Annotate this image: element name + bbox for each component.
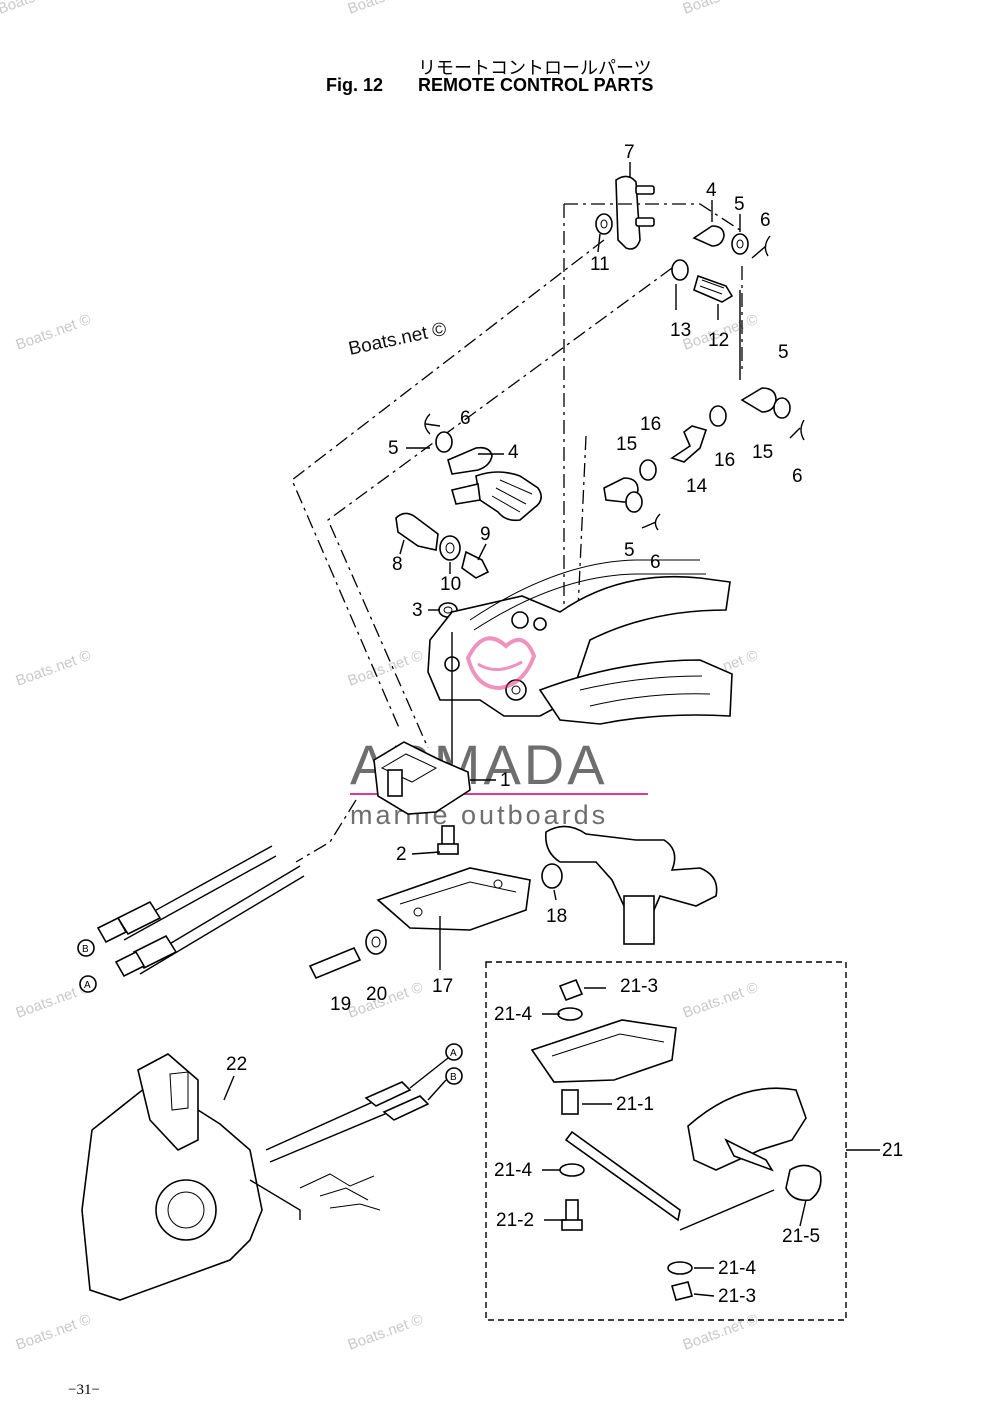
callout-9: 9 — [480, 524, 491, 545]
callout-6: 6 — [650, 552, 661, 573]
callout-16: 16 — [640, 414, 661, 435]
kit-boundary — [485, 961, 847, 1321]
callout-6: 6 — [460, 408, 471, 429]
callout-4: 4 — [706, 180, 717, 201]
callout-4: 4 — [508, 442, 519, 463]
mount-bracket — [308, 863, 563, 980]
watermark: Boats.net © — [346, 0, 426, 18]
callout-5: 5 — [778, 342, 789, 363]
watermark: Boats.net © — [681, 0, 761, 18]
watermark: Boats.net © — [0, 0, 75, 18]
callout-21: 21 — [882, 1140, 903, 1161]
linkage-left — [395, 413, 542, 618]
cable-label-b — [445, 1067, 463, 1085]
dashline — [291, 239, 605, 731]
callout-14: 14 — [686, 476, 708, 497]
callout-18: 18 — [546, 906, 567, 927]
callout-20: 20 — [366, 984, 387, 1005]
callout-11: 11 — [590, 254, 610, 275]
callout-17: 17 — [432, 976, 453, 997]
watermark: Boats.net © — [14, 1311, 94, 1354]
watermark: Boats.net © — [14, 647, 94, 690]
watermark: Boats.net © — [346, 1311, 426, 1354]
callout-6: 6 — [792, 466, 803, 487]
page-number: −31− — [68, 1382, 100, 1398]
cable-label-a — [79, 975, 97, 993]
watermark: Boats.net © — [681, 979, 761, 1022]
svg-text:B: B — [82, 944, 89, 955]
cable-label-a — [445, 1043, 463, 1061]
bracket-assembly — [427, 559, 733, 780]
callout-5: 5 — [734, 194, 745, 215]
callout-22: 22 — [226, 1054, 247, 1075]
callout-7: 7 — [624, 142, 635, 163]
callout-1: 1 — [500, 770, 511, 791]
dashline — [295, 799, 357, 863]
title-japanese: リモートコントロールパーツ — [418, 58, 652, 79]
callout-leaders — [223, 162, 807, 1297]
callout-21-5: 21-5 — [782, 1226, 820, 1247]
svg-text:B: B — [450, 1072, 457, 1083]
svg-text:A: A — [450, 1048, 457, 1059]
callout-8: 8 — [392, 554, 403, 575]
svg-text:A: A — [84, 980, 91, 991]
callout-6: 6 — [760, 210, 771, 231]
callout-12: 12 — [708, 330, 729, 351]
armada-emblem — [465, 636, 537, 691]
callout-21-3: 21-3 — [718, 1286, 756, 1307]
control-cables: B A — [77, 845, 305, 993]
callout-21-3: 21-3 — [620, 976, 658, 997]
callout-2: 2 — [396, 844, 407, 865]
callout-5: 5 — [624, 540, 635, 561]
dashline — [577, 435, 587, 611]
watermark-main: Boats.net © — [347, 319, 449, 360]
callout-10: 10 — [440, 574, 461, 595]
cable-anchor — [373, 741, 496, 855]
callout-21-1: 21-1 — [616, 1094, 654, 1115]
brand-subtitle: marine outboards — [350, 800, 608, 830]
callouts: 7 4 5 6 11 13 12 5 15 6 16 16 15 14 6 5 … — [226, 142, 903, 1307]
remote-control-box: A B — [81, 1043, 463, 1301]
figure-title: REMOTE CONTROL PARTS — [418, 75, 653, 95]
callout-21-4: 21-4 — [494, 1004, 532, 1025]
watermark: Boats.net © — [681, 1311, 761, 1354]
cable-label-b — [77, 939, 95, 957]
watermark: Boats.net © — [346, 647, 426, 690]
callout-5: 5 — [388, 438, 399, 459]
linkage-right — [603, 387, 805, 531]
callout-21-2: 21-2 — [496, 1210, 534, 1231]
steering-arm — [544, 825, 718, 945]
kit-21-parts — [530, 978, 822, 1301]
figure-number: Fig. 12 — [326, 75, 383, 95]
callout-15: 15 — [752, 442, 773, 463]
callout-3: 3 — [412, 600, 423, 621]
callout-21-4: 21-4 — [718, 1258, 756, 1279]
callout-15: 15 — [616, 434, 637, 455]
callout-21-4: 21-4 — [494, 1160, 532, 1181]
callout-19: 19 — [330, 994, 351, 1015]
callout-13: 13 — [670, 320, 691, 341]
linkage-upper — [595, 175, 771, 380]
callout-16: 16 — [714, 450, 735, 471]
dashline — [327, 267, 673, 749]
watermark: Boats.net © — [14, 311, 94, 354]
dashline — [564, 203, 741, 231]
